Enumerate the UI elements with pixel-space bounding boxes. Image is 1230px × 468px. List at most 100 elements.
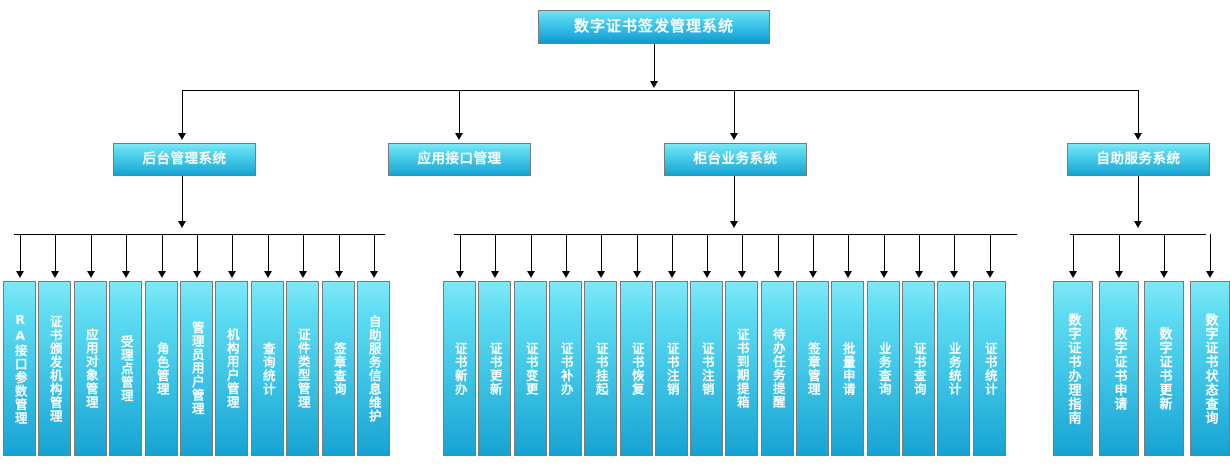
counter-item-5-connector-arrow [597,271,605,278]
group2-stem-arrow [730,221,738,228]
backend-item-3-connector-arrow [87,271,95,278]
counter-item-12-connector-line [848,234,849,272]
counter-item-15-connector-line [954,234,955,272]
subsystem-backend-management[interactable]: 后台管理系统 [113,143,256,176]
level2-drop-line-3 [734,90,735,134]
subsystem-self-service[interactable]: 自助服务系统 [1067,143,1210,176]
level2-drop-arrow-2 [455,133,463,140]
counter-item-14-node[interactable]: 证书查询 [902,281,935,456]
backend-item-7-node[interactable]: 机构用户管理 [215,281,248,456]
counter-item-14-connector-arrow [915,271,923,278]
selfservice-item-1-connector-line [1073,234,1074,272]
counter-item-15-node[interactable]: 业务统计 [937,281,970,456]
backend-item-3-node[interactable]: 应用对象管理 [74,281,107,456]
counter-item-13-connector-line [884,234,885,272]
selfservice-item-3-connector-arrow [1160,271,1168,278]
counter-item-9-connector-line [742,234,743,272]
backend-item-9-connector-line [303,234,304,272]
selfservice-item-4-connector-line [1210,234,1211,272]
counter-item-12-node[interactable]: 批量申请 [831,281,864,456]
backend-item-5-node[interactable]: 角色管理 [145,281,178,456]
level2-drop-line-2 [459,90,460,134]
counter-item-5-connector-line [601,234,602,272]
backend-item-5-connector-arrow [158,271,166,278]
counter-item-1-node[interactable]: 证书新办 [443,281,476,456]
selfservice-item-1-connector-arrow [1069,271,1077,278]
counter-item-3-node[interactable]: 证书变更 [514,281,547,456]
counter-item-14-connector-line [919,234,920,272]
group3-stem-line [1138,176,1139,222]
backend-item-7-connector-arrow [228,271,236,278]
counter-item-10-node[interactable]: 待办任务提醒 [761,281,794,456]
backend-item-4-connector-line [126,234,127,272]
backend-item-11-node[interactable]: 自助服务信息维护 [357,281,390,456]
backend-item-9-node[interactable]: 证件类型管理 [286,281,319,456]
group1-bus-line [14,234,385,235]
backend-item-1-connector-arrow [16,271,24,278]
counter-item-15-connector-arrow [950,271,958,278]
counter-item-2-node[interactable]: 证书更新 [478,281,511,456]
backend-item-8-connector-line [268,234,269,272]
counter-item-4-connector-line [566,234,567,272]
counter-item-4-node[interactable]: 证书补办 [549,281,582,456]
counter-item-13-connector-arrow [880,271,888,278]
level2-drop-arrow-1 [178,133,186,140]
selfservice-item-4-node[interactable]: 数字证书状态查询 [1190,281,1230,456]
counter-item-7-connector-arrow [668,271,676,278]
backend-item-6-connector-arrow [193,271,201,278]
root-node-digital-certificate-system[interactable]: 数字证书签发管理系统 [538,10,770,44]
counter-item-4-connector-arrow [562,271,570,278]
backend-item-8-connector-arrow [264,271,272,278]
counter-item-1-connector-arrow [456,271,464,278]
group1-stem-line [182,176,183,222]
backend-item-1-connector-line [20,234,21,272]
counter-item-8-node[interactable]: 证书注销 [690,281,723,456]
backend-item-6-node[interactable]: 管理员用户管理 [180,281,213,456]
level2-drop-line-1 [182,90,183,134]
counter-item-3-connector-line [531,234,532,272]
subsystem-counter-business[interactable]: 柜台业务系统 [664,143,807,176]
backend-item-10-connector-arrow [335,271,343,278]
counter-item-11-connector-line [813,234,814,272]
backend-item-2-connector-arrow [51,271,59,278]
counter-item-5-node[interactable]: 证书挂起 [584,281,617,456]
counter-item-10-connector-arrow [774,271,782,278]
selfservice-item-2-node[interactable]: 数字证书申请 [1099,281,1139,456]
counter-item-9-connector-arrow [738,271,746,278]
counter-item-1-connector-line [460,234,461,272]
root-stem-arrow [650,81,658,88]
counter-item-16-node[interactable]: 证书统计 [973,281,1006,456]
selfservice-item-3-connector-line [1164,234,1165,272]
level2-drop-arrow-3 [730,133,738,140]
counter-item-2-connector-line [495,234,496,272]
backend-item-11-connector-line [374,234,375,272]
backend-item-8-node[interactable]: 查询统计 [251,281,284,456]
group1-stem-arrow [178,221,186,228]
counter-item-16-connector-arrow [986,271,994,278]
counter-item-11-node[interactable]: 签章管理 [796,281,829,456]
backend-item-3-connector-line [91,234,92,272]
counter-item-16-connector-line [990,234,991,272]
backend-item-2-connector-line [55,234,56,272]
root-stem-line [654,44,655,82]
backend-item-1-node[interactable]: RA接口参数管理 [3,281,36,456]
selfservice-item-1-node[interactable]: 数字证书办理指南 [1053,281,1093,456]
counter-item-6-node[interactable]: 证书恢复 [620,281,653,456]
backend-item-10-connector-line [339,234,340,272]
group2-stem-line [734,176,735,222]
backend-item-10-node[interactable]: 签章查询 [322,281,355,456]
selfservice-item-2-connector-arrow [1115,271,1123,278]
backend-item-2-node[interactable]: 证书颁发机构管理 [38,281,71,456]
selfservice-item-3-node[interactable]: 数字证书更新 [1144,281,1184,456]
level2-drop-line-4 [1138,90,1139,134]
group3-bus-line [1070,234,1206,235]
counter-item-9-node[interactable]: 证书到期提箱 [725,281,758,456]
counter-item-8-connector-line [707,234,708,272]
subsystem-application-interface[interactable]: 应用接口管理 [388,143,531,176]
level2-bus-line [182,90,1138,91]
backend-item-4-node[interactable]: 受理点管理 [109,281,142,456]
selfservice-item-4-connector-arrow [1206,271,1214,278]
group3-stem-arrow [1134,221,1142,228]
counter-item-7-node[interactable]: 证书注销 [655,281,688,456]
counter-item-13-node[interactable]: 业务查询 [867,281,900,456]
